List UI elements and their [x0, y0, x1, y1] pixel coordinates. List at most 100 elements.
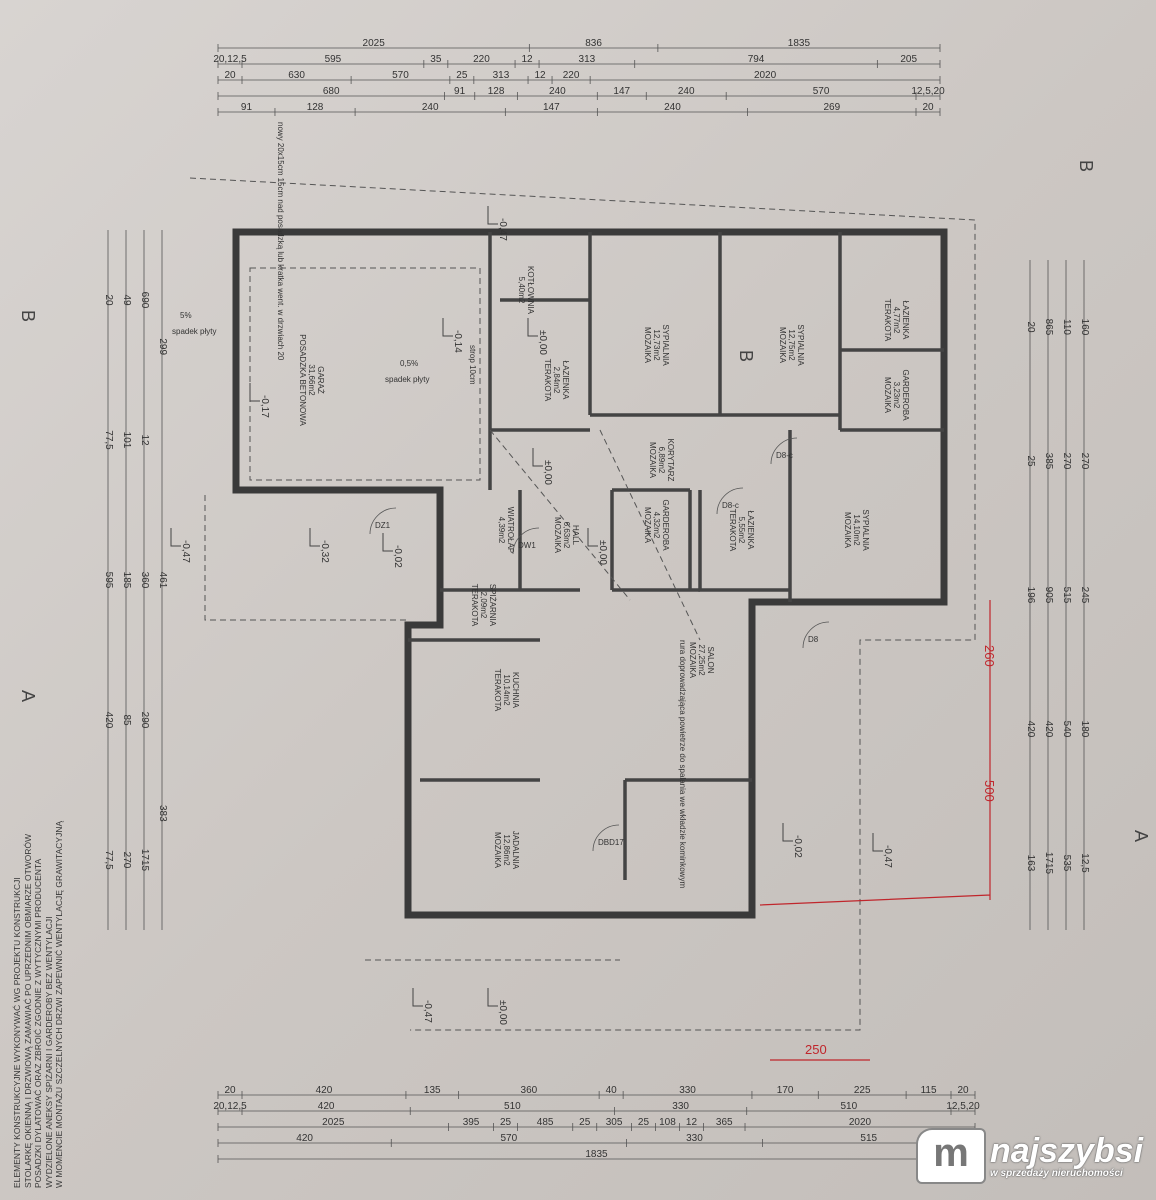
dimension-label: 12 — [534, 70, 546, 81]
level-marker: -0,14 — [452, 330, 463, 353]
dimension-label: 85 — [121, 714, 132, 726]
level-marker: -0,17 — [259, 395, 270, 418]
dimension-label: 12,5 — [1079, 853, 1090, 873]
room-area: 12,86m2 — [502, 834, 511, 866]
level-symbol — [309, 528, 320, 547]
note-line: Elementy konstrukcyjne wykonywać wg proj… — [12, 877, 22, 1188]
lintel-note: strop 10cm — [468, 345, 477, 385]
room-name: SALON — [706, 646, 715, 673]
dimension-label: 360 — [521, 1085, 538, 1096]
section-mark: B — [736, 350, 756, 362]
note-line: Wydzielone aneksy spiżarni i garderoby b… — [43, 916, 54, 1188]
dimension-label: 540 — [1061, 721, 1072, 738]
dimension-label: 91 — [454, 86, 466, 97]
dimension-label: 305 — [606, 1117, 623, 1128]
dimension-label: 135 — [424, 1085, 441, 1096]
room-area: 2,84m2 — [552, 367, 561, 394]
level-marker: ±0,00 — [597, 540, 608, 565]
dimension-label: 128 — [488, 86, 505, 97]
dimension-label: 25 — [579, 1117, 591, 1128]
level-marker: -0,32 — [319, 540, 330, 563]
room-floor: TERAKOTA — [728, 509, 737, 552]
dimension-label: 365 — [716, 1117, 733, 1128]
dimension-label: 225 — [854, 1085, 871, 1096]
dimension-label: 185 — [121, 572, 132, 589]
dimension-label: 2020 — [754, 70, 777, 81]
dimension-label: 25 — [456, 70, 468, 81]
dimension-label: 110 — [1061, 319, 1072, 335]
room-floor: TERAKOTA — [543, 359, 552, 402]
dimension-label: 905 — [1043, 587, 1054, 604]
dimension-label: 865 — [1043, 319, 1054, 336]
door-label: D8-c — [722, 501, 739, 510]
dimension-label: 385 — [1043, 453, 1054, 470]
door-swing — [770, 437, 798, 465]
dimension-label: 20,12,5 — [213, 1101, 247, 1112]
room-area: 12,75m2 — [787, 329, 796, 361]
room-floor: TERAKOTA — [493, 669, 502, 712]
red-markup — [759, 600, 991, 1061]
level-symbol — [412, 988, 423, 1007]
door-label: D8-c — [776, 451, 793, 460]
level-symbol — [487, 988, 498, 1007]
section-mark: B — [1076, 160, 1096, 172]
dimension-label: 2025 — [322, 1117, 345, 1128]
room-area: 6,63m2 — [562, 522, 571, 549]
room-area: 4,39m2 — [497, 517, 506, 544]
room-name: WIATROŁAP — [506, 507, 515, 554]
slope-value: 5% — [180, 311, 192, 320]
room-floor: MOZAIKA — [688, 642, 697, 679]
room-area: 4,77m2 — [892, 307, 901, 334]
room-name: GARDEROBA — [661, 499, 670, 551]
dimension-label: 101 — [121, 432, 132, 449]
dimension-label: 77,5 — [103, 850, 114, 870]
room-floor: MOZAIKA — [843, 512, 852, 549]
level-marker: -0,47 — [882, 845, 893, 868]
room-area: 5,55m2 — [737, 517, 746, 544]
dimension-label: 170 — [777, 1085, 794, 1096]
dimension-label: 515 — [1061, 587, 1072, 604]
dimension-label: 313 — [579, 54, 596, 65]
dimension-label: 330 — [672, 1101, 689, 1112]
dimension-label: 1715 — [1043, 852, 1054, 875]
dimension-label: 12 — [686, 1117, 698, 1128]
door-label: DBD17 — [598, 838, 624, 847]
room-area: 27,25m2 — [697, 644, 706, 676]
level-marker: ±0,00 — [497, 1000, 508, 1025]
walls — [232, 228, 948, 919]
dimension-label: 395 — [463, 1117, 480, 1128]
room-area: 4,32m2 — [652, 512, 661, 539]
dimension-label: 20 — [922, 102, 934, 113]
dimension-label: 147 — [543, 102, 560, 113]
room-floor: TERAKOTA — [470, 584, 479, 627]
dimension-label: 25 — [1025, 455, 1036, 467]
dimension-label: 35 — [430, 54, 442, 65]
note-line: Posadzki dylatować oraz zbroić zgodnie z… — [33, 858, 43, 1188]
dimension-label: 420 — [1043, 721, 1054, 738]
room-area: 14,10m2 — [852, 514, 861, 546]
dimension-label: 25 — [500, 1117, 512, 1128]
room-name: SYPIALNIA — [661, 324, 670, 366]
level-symbol — [442, 318, 453, 337]
dimension-label: 510 — [504, 1101, 521, 1112]
dimension-label: 240 — [422, 102, 439, 113]
dimension-label: 680 — [323, 86, 340, 97]
level-marker: ±0,00 — [537, 330, 548, 355]
dimension-label: 180 — [1079, 721, 1090, 738]
room-name: KUCHNIA — [511, 672, 520, 709]
room-name: SYPIALNIA — [796, 324, 805, 366]
room-name: ŁAZIENKA — [746, 511, 755, 550]
section-mark: A — [18, 690, 38, 702]
room-floor: MOZAIKA — [643, 507, 652, 544]
dimension-label: 595 — [103, 572, 114, 589]
room-name: HALL — [571, 525, 580, 546]
room-area: 6,89m2 — [657, 447, 666, 474]
room-floor: MOZAIKA — [883, 377, 892, 414]
dimension-label: 20 — [957, 1085, 969, 1096]
